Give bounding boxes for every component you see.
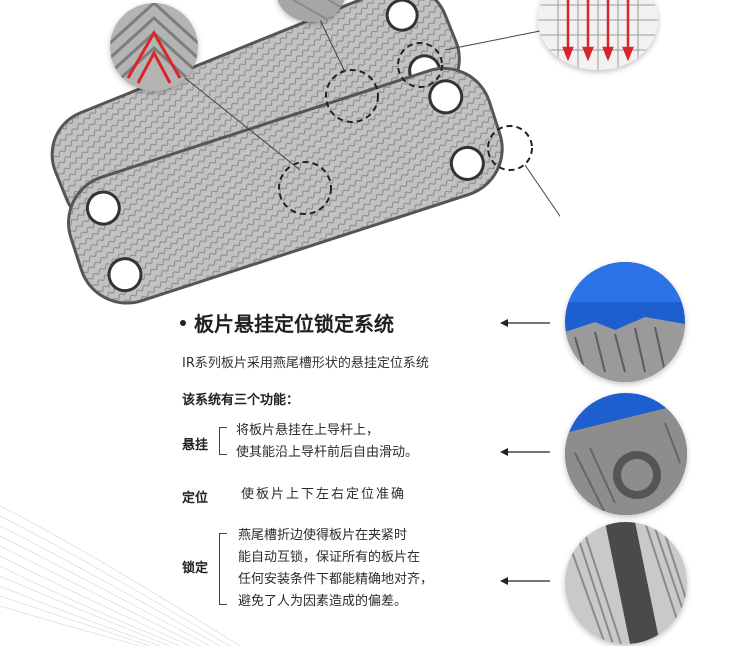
- arrow-left-icon: [500, 319, 550, 327]
- detail-circle-hanging: [565, 262, 685, 382]
- section-subtitle: IR系列板片采用燕尾槽形状的悬挂定位系统: [182, 356, 429, 371]
- detail-circle-chevron: [110, 3, 198, 91]
- feature-label-locking: 锁定: [182, 561, 209, 576]
- feature-desc-hanging: 将板片悬挂在上导杆上， 使其能沿上导杆前后自由滑动。: [236, 423, 419, 460]
- arrow-left-icon: [500, 577, 550, 585]
- function-intro: 该系统有三个功能：: [182, 393, 300, 408]
- bracket: [219, 533, 227, 605]
- arrow-left-icon: [500, 448, 550, 456]
- detail-circle-locking: [565, 522, 687, 644]
- feature-label-positioning: 定位: [182, 491, 209, 506]
- background-decoration: [0, 505, 240, 646]
- section-title: 板片悬挂定位锁定系统: [180, 308, 394, 337]
- feature-label-hanging: 悬挂: [182, 438, 209, 453]
- plates-illustration: [50, 0, 560, 305]
- detail-circle-positioning: [565, 393, 687, 515]
- feature-desc-positioning: 使板片上下左右定位准确: [241, 487, 407, 502]
- bullet-dot-icon: [180, 319, 186, 326]
- feature-desc-locking: 燕尾槽折边使得板片在夹紧时 能自动互锁，保证所有的板片在 任何安装条件下都能精确…: [238, 528, 434, 609]
- bracket: [219, 427, 227, 455]
- front-plate: [67, 66, 504, 305]
